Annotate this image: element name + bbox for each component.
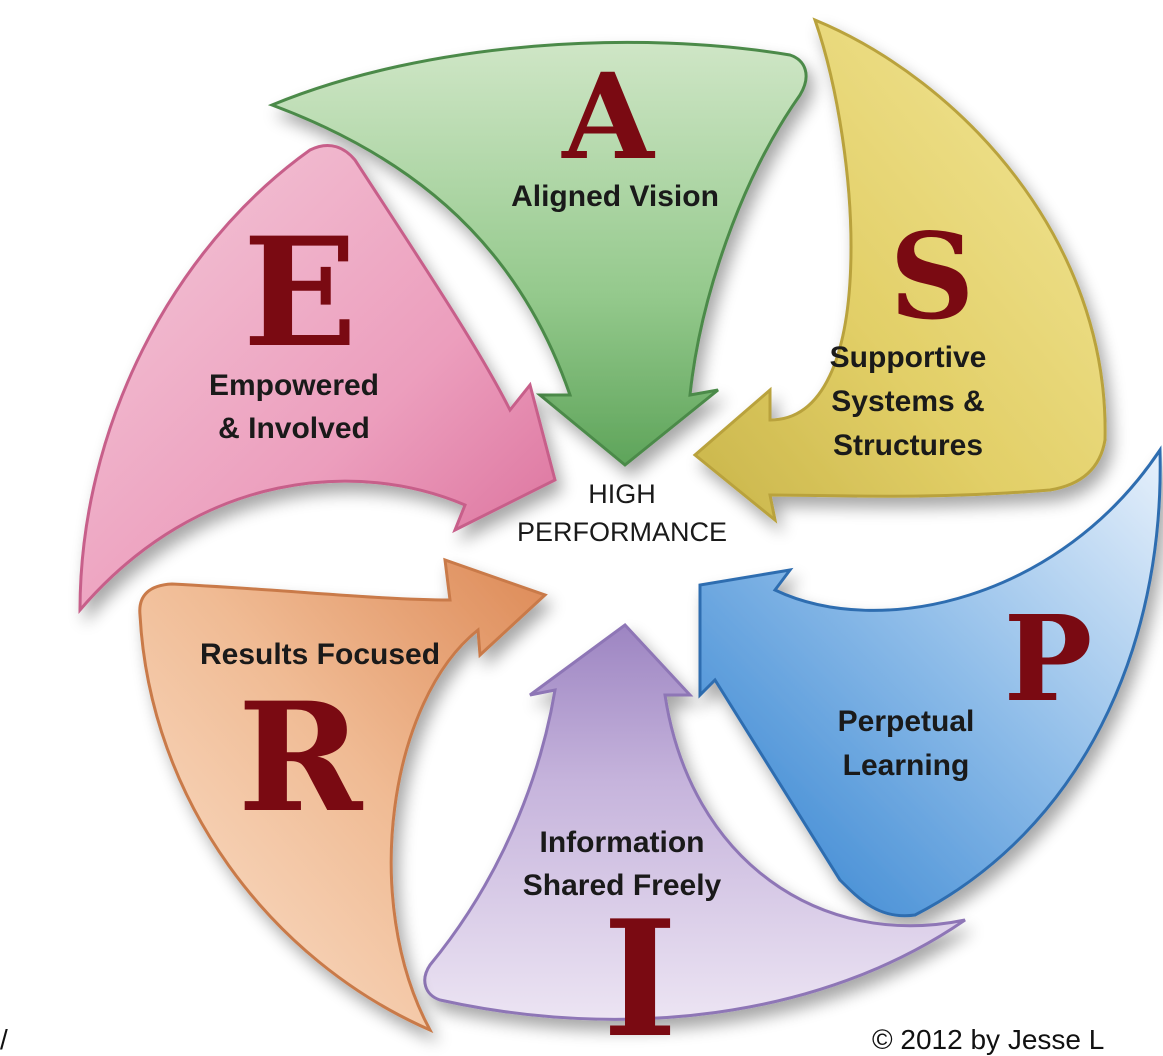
label-supportive-line1: Supportive: [830, 341, 987, 374]
footer-left-fragment: /: [0, 1024, 8, 1055]
label-empowered-line1: Empowered: [209, 369, 379, 402]
label-results-focused: Results Focused: [200, 638, 440, 671]
segment-perpetual-learning-shape: [698, 445, 1162, 918]
segment-aligned-vision: [267, 40, 808, 467]
label-information-line1: Information: [540, 826, 705, 859]
segment-supportive-systems-shape: [692, 17, 1107, 524]
segment-information-shared-shape: [423, 622, 966, 1021]
segment-results-focused: [138, 557, 548, 1034]
segment-empowered-involved-shape: [78, 144, 557, 615]
label-information-line2: Shared Freely: [523, 869, 722, 902]
segment-perpetual-learning: [698, 445, 1162, 918]
label-supportive-line3: Structures: [833, 429, 983, 462]
segment-empowered-involved: [78, 144, 557, 615]
letter-p: P: [1004, 589, 1093, 728]
letter-r: R: [238, 670, 364, 846]
center-label-line1: HIGH: [588, 479, 656, 509]
segment-aligned-vision-shape: [267, 40, 808, 467]
segment-results-focused-shape: [138, 557, 548, 1034]
label-perpetual-line2: Learning: [843, 749, 970, 782]
copyright-notice: © 2012 by Jesse L: [872, 1024, 1105, 1055]
center-label-line2: PERFORMANCE: [517, 517, 727, 547]
label-empowered-line2: & Involved: [218, 412, 370, 445]
label-aligned-vision: Aligned Vision: [511, 180, 719, 213]
letter-i: I: [603, 885, 678, 1056]
segment-information-shared: [423, 622, 966, 1021]
letter-a: A: [561, 47, 655, 186]
segment-supportive-systems: [692, 17, 1107, 524]
letter-s: S: [889, 207, 974, 346]
label-perpetual-line1: Perpetual: [838, 705, 975, 738]
letter-e: E: [243, 205, 357, 381]
label-supportive-line2: Systems &: [831, 385, 984, 418]
